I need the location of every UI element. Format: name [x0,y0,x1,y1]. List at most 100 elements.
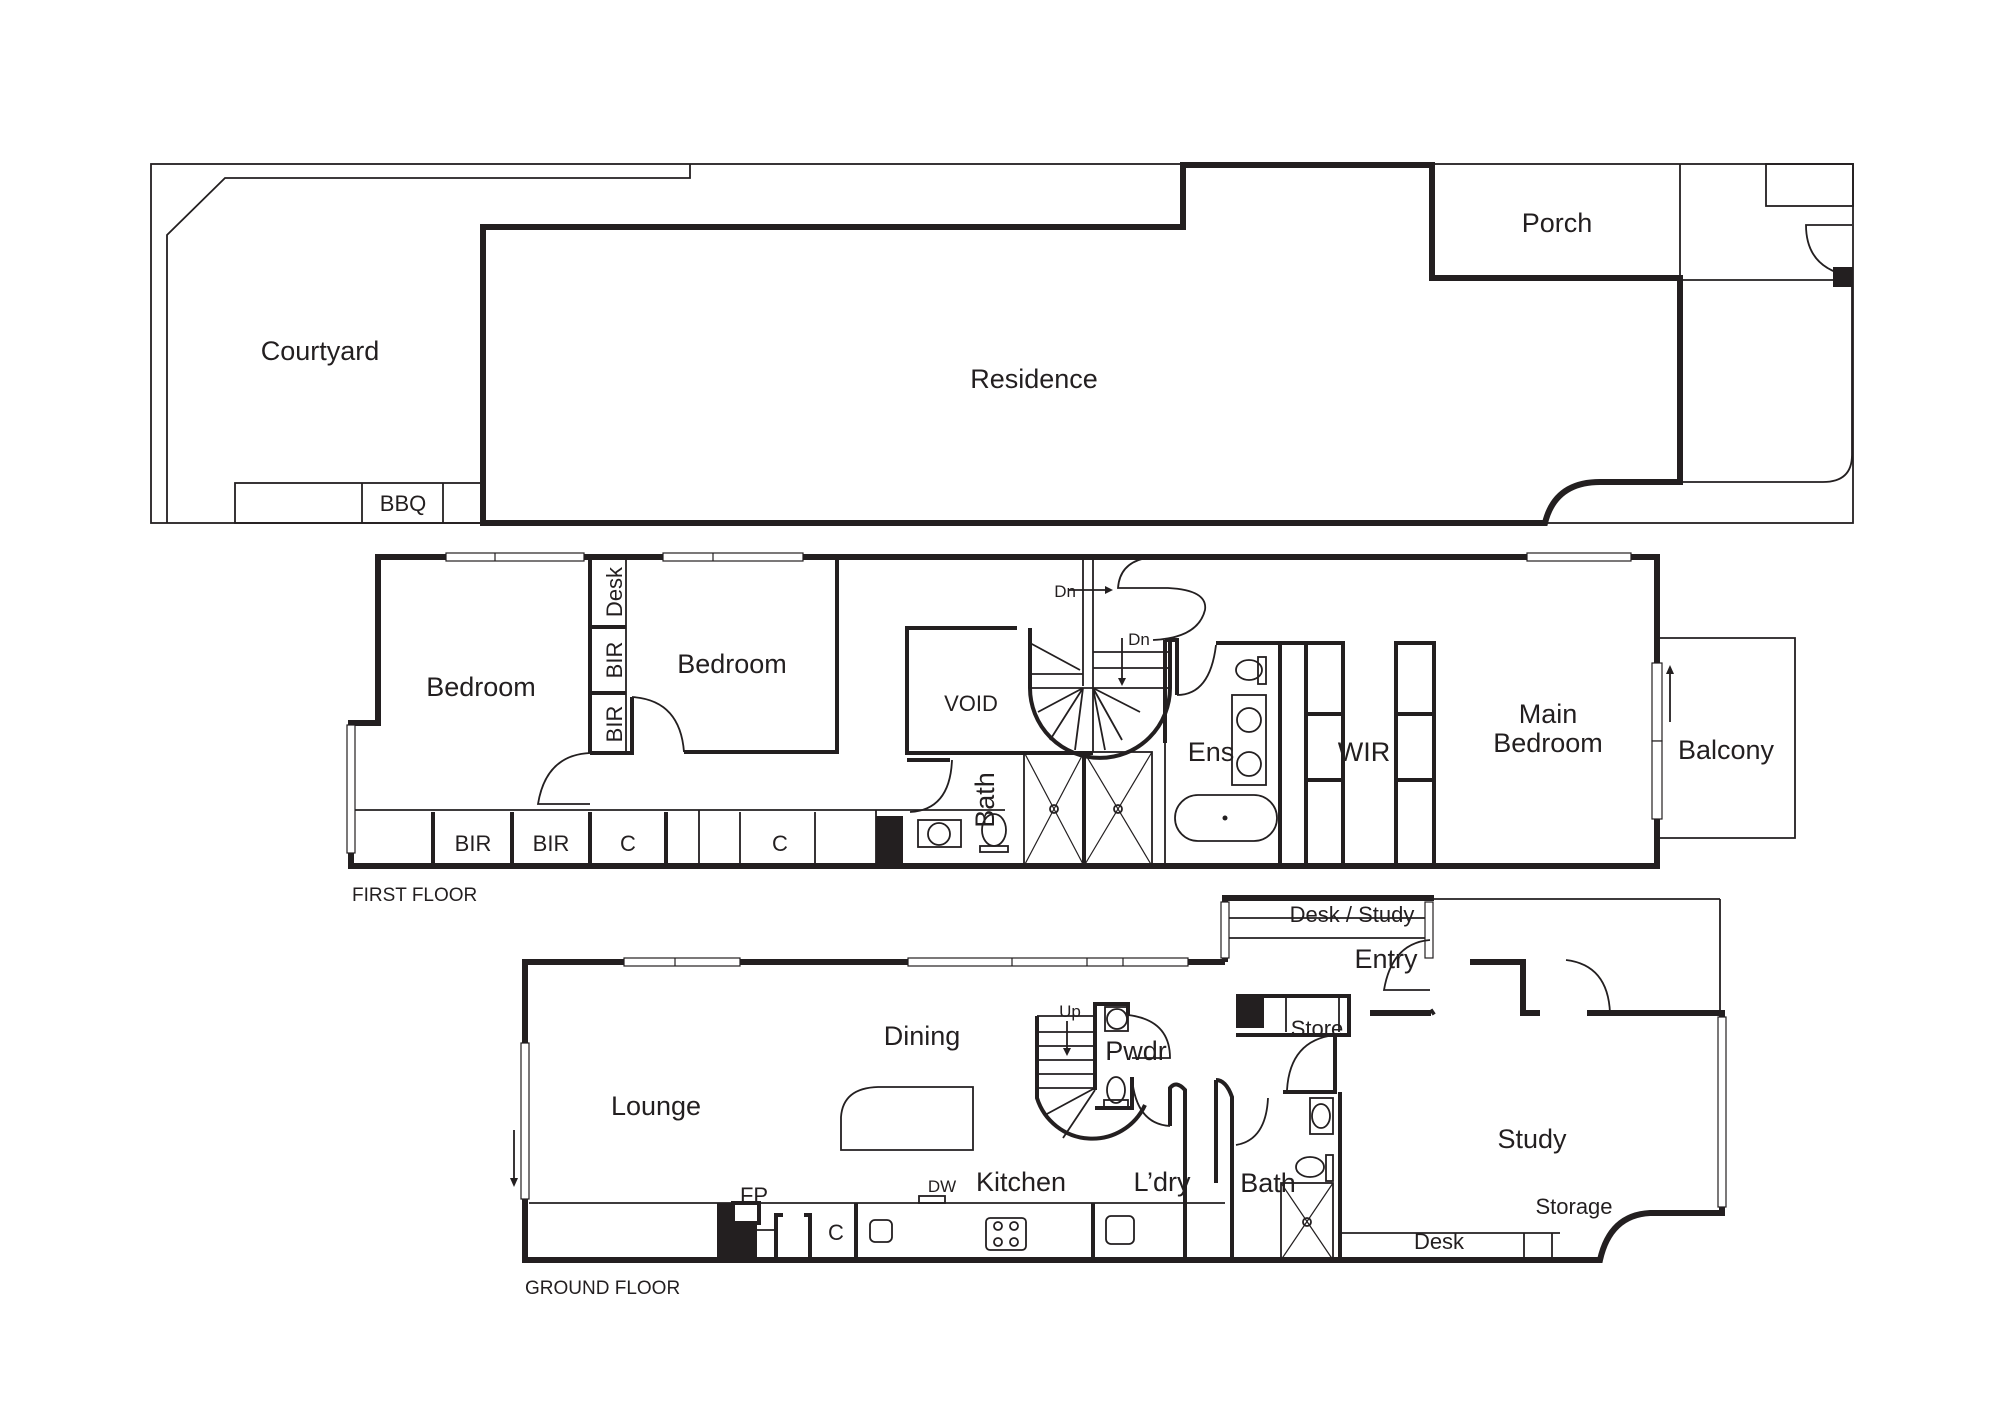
stair-curve [1035,1016,1147,1141]
window [346,724,356,854]
stair-stringer [1082,557,1094,752]
toilet-icon [1106,1076,1126,1104]
dishwasher [918,1195,946,1204]
ground-floor-outer-wall [522,959,1725,1263]
label-laundry: L’dry [1133,1167,1191,1197]
site-boundary [150,163,1854,524]
cooktop-icon [985,1217,1027,1251]
laundry-tub-icon [1105,1215,1135,1245]
window [1526,552,1632,562]
first-floor-outer-wall [348,554,1660,869]
window [520,1042,530,1200]
label-bedroom-1: Bedroom [426,672,536,702]
label-porch: Porch [1522,208,1593,238]
door-swing [909,759,953,813]
front-yard-boundary [1680,270,1853,483]
label-void: VOID [944,691,998,716]
burner [993,1237,1003,1247]
arrow-right-icon [1105,586,1113,594]
label-balcony: Balcony [1678,735,1775,765]
label-fireplace: FP [740,1183,768,1208]
island-bench [840,1086,974,1151]
toilet-cistern [979,845,1009,853]
door-swing [1131,1077,1171,1127]
door-swing [1176,644,1217,696]
door-swing [1565,959,1611,1014]
shower [1280,1182,1334,1261]
vanity [1104,1006,1129,1032]
bath-drain [1222,815,1228,821]
bathtub-icon [1174,794,1278,842]
label-bath: Bath [970,772,1000,828]
basin-icon [1236,751,1262,777]
label-bir: BIR [533,831,570,856]
label-bbq: BBQ [380,491,426,516]
arrow-down-icon [1063,1048,1071,1056]
vanity [1231,694,1267,786]
label-bath: Bath [1240,1168,1296,1198]
label-desk: Desk [1414,1229,1465,1254]
label-residence: Residence [970,364,1098,394]
label-dining: Dining [884,1021,961,1051]
label-bir: BIR [602,642,627,679]
label-entry: Entry [1354,944,1418,974]
door-swing [1235,1097,1269,1146]
label-study: Study [1497,1124,1567,1154]
site-plan: Courtyard BBQ Residence Porch [150,162,1854,526]
stair-tread [1037,687,1141,751]
drain-icon [1049,804,1059,814]
arrow-down-icon [1118,678,1126,686]
toilet-cistern [1325,1154,1334,1182]
meter-box [1236,996,1264,1028]
label-wir: WIR [1338,737,1390,767]
vanity [1309,1097,1334,1135]
bbq-bench [234,482,482,524]
toilet-cistern [1257,656,1267,685]
label-cupboard: C [620,831,636,856]
wall [1165,638,1179,695]
basin-icon [1236,707,1262,733]
label-bir: BIR [455,831,492,856]
label-stair-down: Dn [1128,630,1150,649]
basin-icon [1311,1103,1331,1129]
drain-icon [1113,804,1123,814]
wall [1429,1008,1436,1016]
cupboard-divider [698,810,877,866]
label-kitchen: Kitchen [976,1167,1066,1197]
wall [1470,959,1540,1016]
first-floor-title: FIRST FLOOR [352,885,477,906]
store-wall [1236,994,1351,1037]
vanity [917,819,962,848]
label-stair-up: Up [1059,1002,1081,1021]
label-dishwasher: DW [928,1177,956,1196]
drain-icon [1302,1217,1312,1227]
label-cupboard: C [828,1220,844,1245]
basin-icon [1106,1008,1128,1030]
residence-outline [480,162,1683,526]
wall [684,557,839,754]
wardrobe-divider [431,812,668,866]
gate-post [1833,267,1853,287]
powder-wall [1095,1077,1134,1110]
cupboard-wall [774,1213,812,1260]
door-swing [1286,1034,1336,1091]
toilet-icon [1235,659,1263,681]
shower [1083,751,1153,867]
wall [1283,1035,1337,1094]
door-swing [1117,556,1206,641]
label-desk-study: Desk / Study [1290,902,1415,927]
courtyard-fence [166,164,691,523]
stair-tread [1044,1087,1096,1139]
window [662,552,804,562]
shower-fall-line [1023,751,1085,867]
label-bedroom-2: Bedroom [677,649,787,679]
bath-wall [1215,1078,1234,1260]
laundry-wall [1168,1082,1187,1260]
burner [1009,1237,1019,1247]
shower-fall-line [1083,751,1153,867]
label-courtyard: Courtyard [261,336,380,366]
label-main-bedroom: Bedroom [1493,728,1603,758]
stair-tread [1029,642,1170,689]
door-swing [1382,939,1431,991]
